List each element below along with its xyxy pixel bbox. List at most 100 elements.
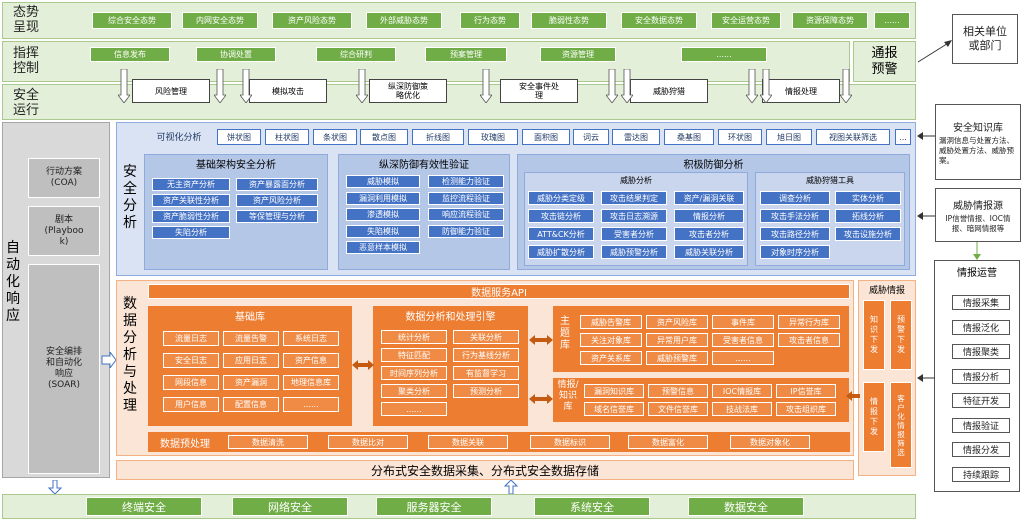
source-item: 系统安全 (534, 497, 650, 516)
base-lib-item: 系统日志 (283, 331, 339, 346)
depth-item: 漏洞利用模拟 (346, 191, 420, 205)
intel-lib-item: 漏洞知识库 (584, 384, 644, 398)
threat-analysis-item: 攻击链分析 (528, 209, 594, 223)
base-lib-item: 用户信息 (163, 397, 219, 412)
topic-item: 关注对象库 (580, 333, 642, 347)
knowledge-desc: 漏洞信息与处置方法、威胁处置方法、威胁预案。 (939, 135, 1014, 165)
base-lib-item: 流量告警 (223, 331, 279, 346)
topic-item: 事件库 (712, 315, 774, 329)
threat-analysis-item: 威胁分类定级 (528, 191, 594, 205)
notify-arrow (917, 40, 952, 63)
command-title: 指挥 控制 (12, 46, 39, 76)
vis-chart-item: 条状图 (313, 129, 357, 145)
depth-item: 失陷模拟 (346, 224, 420, 238)
preprocess-item: 数据富化 (628, 435, 708, 449)
vis-chart-item: 柱状图 (265, 129, 309, 145)
base-analysis-item: 资产暴露面分析 (236, 178, 318, 191)
ops-item: 风险管理 (132, 79, 210, 103)
base-lib-item: 应用日志 (223, 353, 279, 368)
vis-chart-item: 桑基图 (664, 129, 714, 145)
base-lib-title: 基础库 (235, 311, 265, 323)
hunt-item: 攻击路径分析 (760, 227, 830, 241)
intel-side-left-arrow (846, 391, 860, 401)
topic-item: ...... (712, 351, 774, 365)
topic-item: 资产风险库 (646, 315, 708, 329)
automation-title: 自 动 化 响 应 (6, 240, 20, 324)
warning-dispatch: 预 警 下 发 (890, 300, 912, 370)
soar-box: 安全编排 和自动化 响应 (SOAR) (28, 264, 100, 474)
situation-item: 综合安全态势 (92, 12, 172, 29)
base-analysis-item: 无主资产分析 (152, 178, 230, 191)
base-engine-arrow (352, 360, 374, 370)
engine-topic-arrow (529, 335, 553, 345)
ops-flow-arrow (356, 69, 368, 103)
ops-flow-arrow (240, 69, 252, 103)
intel-lib-item: IP信誉库 (776, 384, 836, 398)
depth-item: 威胁模拟 (346, 175, 420, 188)
threat-analysis-item: 情报分析 (674, 209, 744, 223)
intel-ops-item: 情报泛化 (952, 319, 1010, 335)
knowledge-arrow (917, 132, 935, 140)
intel-lib-item: 攻击组织库 (776, 402, 836, 416)
ops-flow-arrow (480, 69, 492, 103)
vis-chart-item: 词云 (573, 129, 609, 145)
active-title: 积极防御分析 (683, 159, 744, 171)
situation-item: 安全数据态势 (621, 12, 697, 29)
depth-item: 恶意样本模拟 (346, 241, 420, 254)
base-lib-item: 资产漏洞 (223, 375, 279, 390)
threat-analysis-item: 攻击结果判定 (601, 191, 667, 205)
vis-chart-item: 环状图 (718, 129, 762, 145)
ops-item: 安全事件处 理 (500, 79, 578, 103)
preprocess-item: 数据清洗 (228, 435, 308, 449)
analysis-title: 安 全 分 析 (123, 164, 137, 231)
hunt-item: 对象时序分析 (760, 245, 830, 259)
base-lib-item: 资产信息 (283, 353, 339, 368)
intel-ops-left-arrow (917, 374, 935, 382)
vis-chart-item: 折线图 (412, 129, 464, 145)
situation-item: 外部威胁态势 (366, 12, 442, 29)
intel-source-title: 威胁情报源 (953, 200, 1003, 212)
threat-analysis-item: 攻击日志溯源 (601, 209, 667, 223)
base-analysis-item: 资产关联性分析 (152, 194, 230, 207)
ops-item: 威胁狩猎 (630, 79, 708, 103)
intel-ops-item: 情报聚类 (952, 344, 1010, 359)
hunt-item: 攻击手法分析 (760, 209, 830, 223)
related-units-box: 相关单位 或部门 (952, 14, 1018, 64)
intel-ops-title: 情报运营 (957, 267, 997, 279)
source-item: 终端安全 (86, 497, 202, 516)
ops-title: 安全 运行 (12, 88, 39, 118)
ops-flow-arrow (760, 69, 772, 103)
command-item: ...... (681, 47, 767, 62)
threat-analysis-item: ATT&CK分析 (528, 227, 594, 241)
custom-intel-filter: 客 户 化 情 报 筛 选 (890, 382, 912, 468)
vis-title: 可视化分析 (144, 128, 214, 145)
depth-item: 防御能力验证 (428, 224, 504, 238)
intel-side-title: 威胁情报 (868, 286, 905, 296)
intel-ops-item: 情报验证 (952, 417, 1010, 433)
ops-flow-arrow (606, 69, 618, 103)
depth-item: 检测能力验证 (428, 175, 504, 188)
knowledge-dispatch: 知 识 下 发 (863, 300, 885, 370)
situation-item: 脆弱性态势 (531, 12, 607, 29)
intel-lib-item: 域名信誉库 (584, 402, 644, 416)
vis-chart-item: 雷达图 (612, 129, 660, 145)
engine-item: 特征匹配 (381, 348, 447, 362)
intel-ops-item: 持续跟踪 (952, 466, 1010, 482)
collect-bar: 分布式安全数据采集、分布式安全数据存储 (116, 460, 854, 480)
intel-lib-item: 预警信息 (648, 384, 708, 398)
ops-flow-arrow (118, 69, 130, 103)
ops-item: 纵深防御策 略优化 (369, 79, 447, 103)
intel-dispatch: 情 报 下 发 (863, 382, 885, 452)
engine-item: 行为基线分析 (453, 348, 519, 362)
base-lib-item: ...... (283, 397, 339, 412)
engine-title: 数据分析和处理引擎 (405, 311, 496, 323)
topic-title: 主 题 库 (560, 316, 570, 351)
threat-analysis-item: 资产/漏洞关联 (674, 191, 744, 205)
base-lib-item: 网段信息 (163, 375, 219, 390)
base-lib-item: 安全日志 (163, 353, 219, 368)
intel-ops-item: 特征开发 (952, 393, 1010, 408)
engine-item: 统计分析 (381, 330, 447, 344)
intel-source-box: 威胁情报源 IP信誉情报、IOC情报、暗网情报等 (935, 188, 1021, 242)
intel-ops-item: 情报采集 (952, 295, 1010, 310)
hunt-item: 攻击设施分析 (835, 227, 901, 241)
